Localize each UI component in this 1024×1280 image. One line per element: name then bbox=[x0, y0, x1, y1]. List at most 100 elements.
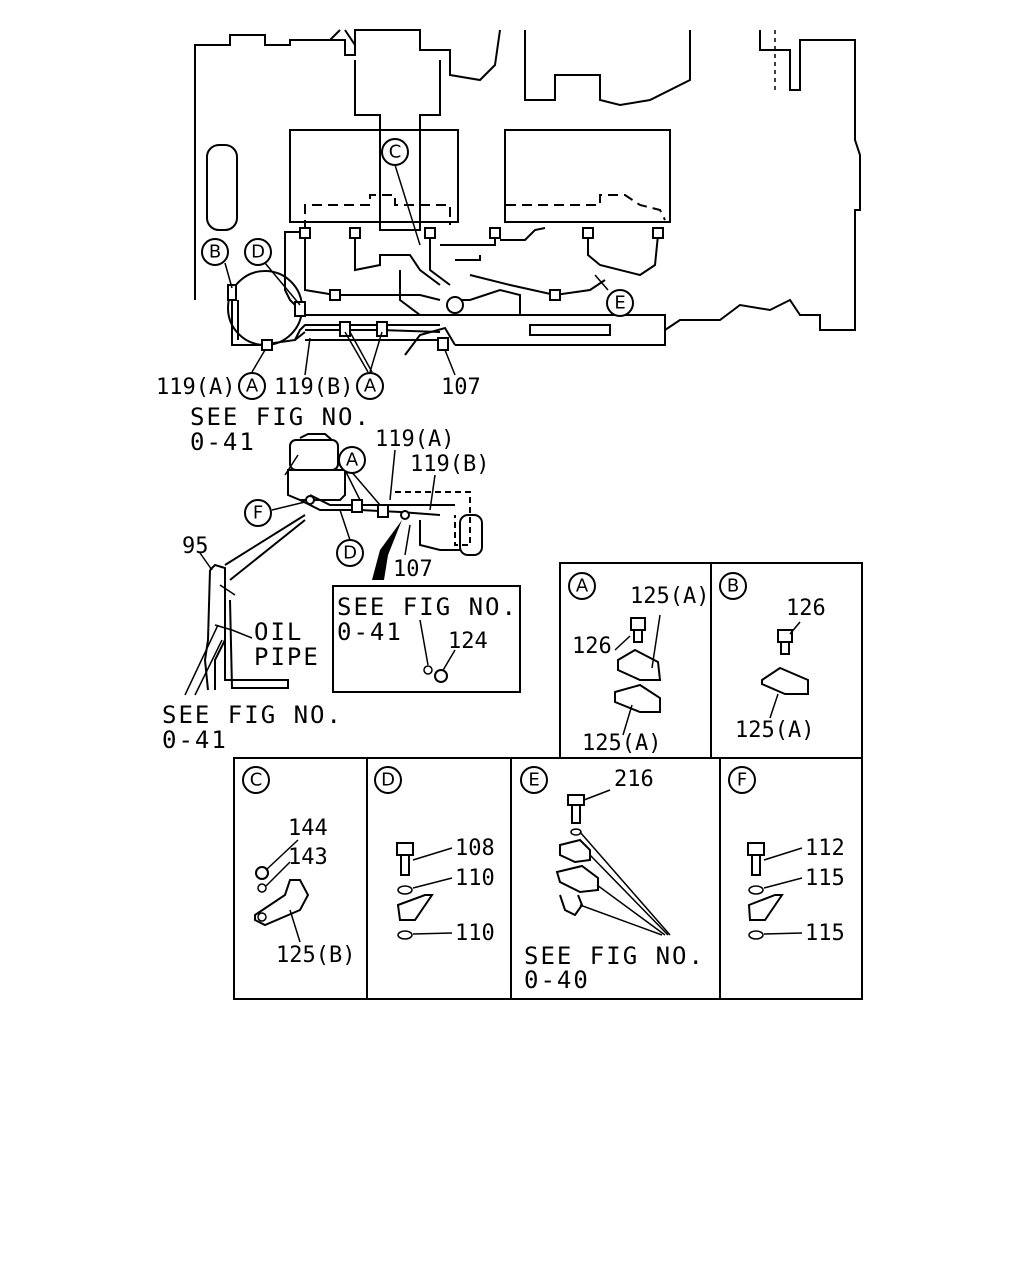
detail-f: F 112 115 115 bbox=[728, 766, 845, 946]
main-assembly-view: C B D E A A 119(A) 119(B) 107 bbox=[156, 29, 861, 400]
see-fig-number: 0-41 bbox=[190, 428, 256, 456]
frame-outline-right bbox=[524, 30, 691, 107]
a-bolt-shank bbox=[633, 629, 643, 643]
callout-mid-f: F bbox=[244, 499, 272, 527]
lower-see-fig-label: SEE FIG NO. bbox=[162, 701, 343, 729]
c-clamp-hole bbox=[257, 912, 267, 922]
upright-member bbox=[354, 60, 441, 231]
clip-a3 bbox=[376, 321, 388, 337]
label-107: 107 bbox=[441, 375, 481, 400]
reservoir-body bbox=[287, 469, 346, 501]
inset-see-fig-number: 0-41 bbox=[337, 618, 403, 646]
frame-slot bbox=[206, 144, 238, 231]
d-leader-110-bottom bbox=[412, 932, 453, 935]
f-leader-115-bottom bbox=[763, 932, 803, 935]
d-leader-108 bbox=[412, 847, 453, 861]
a-clip-upper bbox=[617, 648, 662, 681]
leader-a-left bbox=[251, 349, 266, 373]
callout-b: B bbox=[201, 238, 229, 266]
leader-mid-d bbox=[339, 509, 351, 541]
e-see-fig-number: 0-40 bbox=[524, 966, 590, 994]
f-leader-112 bbox=[763, 847, 803, 861]
b-leader-125a bbox=[769, 693, 779, 719]
e-bracket-3 bbox=[559, 894, 584, 917]
detail-f-callout: F bbox=[728, 766, 756, 794]
pipe-run-4 bbox=[429, 235, 451, 286]
brake-booster bbox=[227, 270, 303, 346]
detail-e-callout: E bbox=[520, 766, 548, 794]
svg-text:F: F bbox=[737, 770, 747, 791]
label-b-126: 126 bbox=[786, 596, 826, 621]
label-119a: 119(A) bbox=[156, 375, 235, 400]
a-bolt-head bbox=[630, 617, 646, 631]
label-e-216: 216 bbox=[614, 767, 654, 792]
detail-panels-top bbox=[559, 562, 863, 759]
inset-nut bbox=[434, 669, 448, 683]
svg-text:D: D bbox=[343, 543, 357, 564]
tank-right bbox=[504, 129, 671, 223]
mid-line-1 bbox=[299, 499, 441, 516]
svg-text:B: B bbox=[209, 242, 221, 263]
pipe-fittings bbox=[299, 227, 664, 301]
leader-d bbox=[264, 262, 301, 306]
label-c-125b: 125(B) bbox=[276, 943, 355, 968]
inset-box: SEE FIG NO. 0-41 124 bbox=[332, 585, 521, 693]
leader-95 bbox=[199, 552, 213, 571]
d-bolt-head bbox=[396, 842, 414, 856]
f-bracket bbox=[747, 894, 784, 921]
pipe-run-7 bbox=[587, 234, 659, 277]
frame-detail bbox=[329, 29, 356, 46]
clip-a1 bbox=[261, 339, 273, 351]
label-c-143: 143 bbox=[288, 845, 328, 870]
clip-107 bbox=[437, 337, 449, 351]
label-pipe: PIPE bbox=[254, 643, 320, 671]
c-leader-143 bbox=[265, 861, 291, 887]
middle-assembly-view: SEE FIG NO. 0-41 A F bbox=[162, 403, 489, 754]
frame-outline-far-right bbox=[664, 30, 861, 331]
label-a-125a-bottom: 125(A) bbox=[582, 731, 661, 756]
e-bolt-head bbox=[567, 794, 585, 806]
detail-d: D 108 110 110 bbox=[374, 766, 495, 946]
oil-pipe-diag bbox=[224, 514, 306, 581]
e-bolt-shank bbox=[571, 804, 581, 824]
valve-knob bbox=[446, 296, 464, 314]
label-f-115-bottom: 115 bbox=[805, 921, 845, 946]
a-leader-top bbox=[651, 614, 661, 669]
e-washer bbox=[570, 828, 582, 836]
svg-text:E: E bbox=[528, 770, 539, 791]
callout-a-right: A bbox=[356, 372, 384, 400]
clip-a2 bbox=[339, 321, 351, 337]
label-124: 124 bbox=[448, 629, 488, 654]
leader-lower-see-fig bbox=[184, 624, 223, 696]
callout-mid-a: A bbox=[338, 446, 366, 474]
label-d-110-bottom: 110 bbox=[455, 921, 495, 946]
a-clip-lower bbox=[614, 683, 661, 713]
b-clip bbox=[761, 666, 809, 695]
see-fig-label: SEE FIG NO. bbox=[190, 403, 371, 431]
rail-slot bbox=[529, 324, 611, 336]
label-f-112: 112 bbox=[805, 836, 845, 861]
line-119a bbox=[231, 300, 440, 346]
svg-text:B: B bbox=[727, 576, 739, 597]
label-a-125a-top: 125(A) bbox=[630, 584, 709, 609]
leader-c bbox=[394, 164, 421, 246]
leader-b bbox=[224, 262, 233, 289]
pipe-run-5 bbox=[440, 235, 496, 246]
c-washer bbox=[257, 883, 267, 893]
pipe-dashed-left bbox=[304, 194, 451, 230]
pipe-dashed-right bbox=[504, 194, 666, 221]
d-bracket bbox=[396, 894, 434, 921]
inset-leader-124 bbox=[441, 649, 456, 673]
label-95: 95 bbox=[182, 534, 209, 559]
mid-fitting-f bbox=[305, 495, 315, 505]
f-washer-top bbox=[748, 885, 764, 895]
mid-valve-outline bbox=[395, 491, 471, 546]
label-f-115-top: 115 bbox=[805, 866, 845, 891]
label-oil: OIL bbox=[254, 618, 303, 646]
callout-e: E bbox=[606, 289, 634, 317]
f-washer-bottom bbox=[748, 930, 764, 940]
d-washer-bottom bbox=[397, 930, 413, 940]
callout-a-left: A bbox=[238, 372, 266, 400]
mid-fitting-d bbox=[400, 510, 410, 520]
e-leaders-see-fig bbox=[579, 831, 671, 936]
